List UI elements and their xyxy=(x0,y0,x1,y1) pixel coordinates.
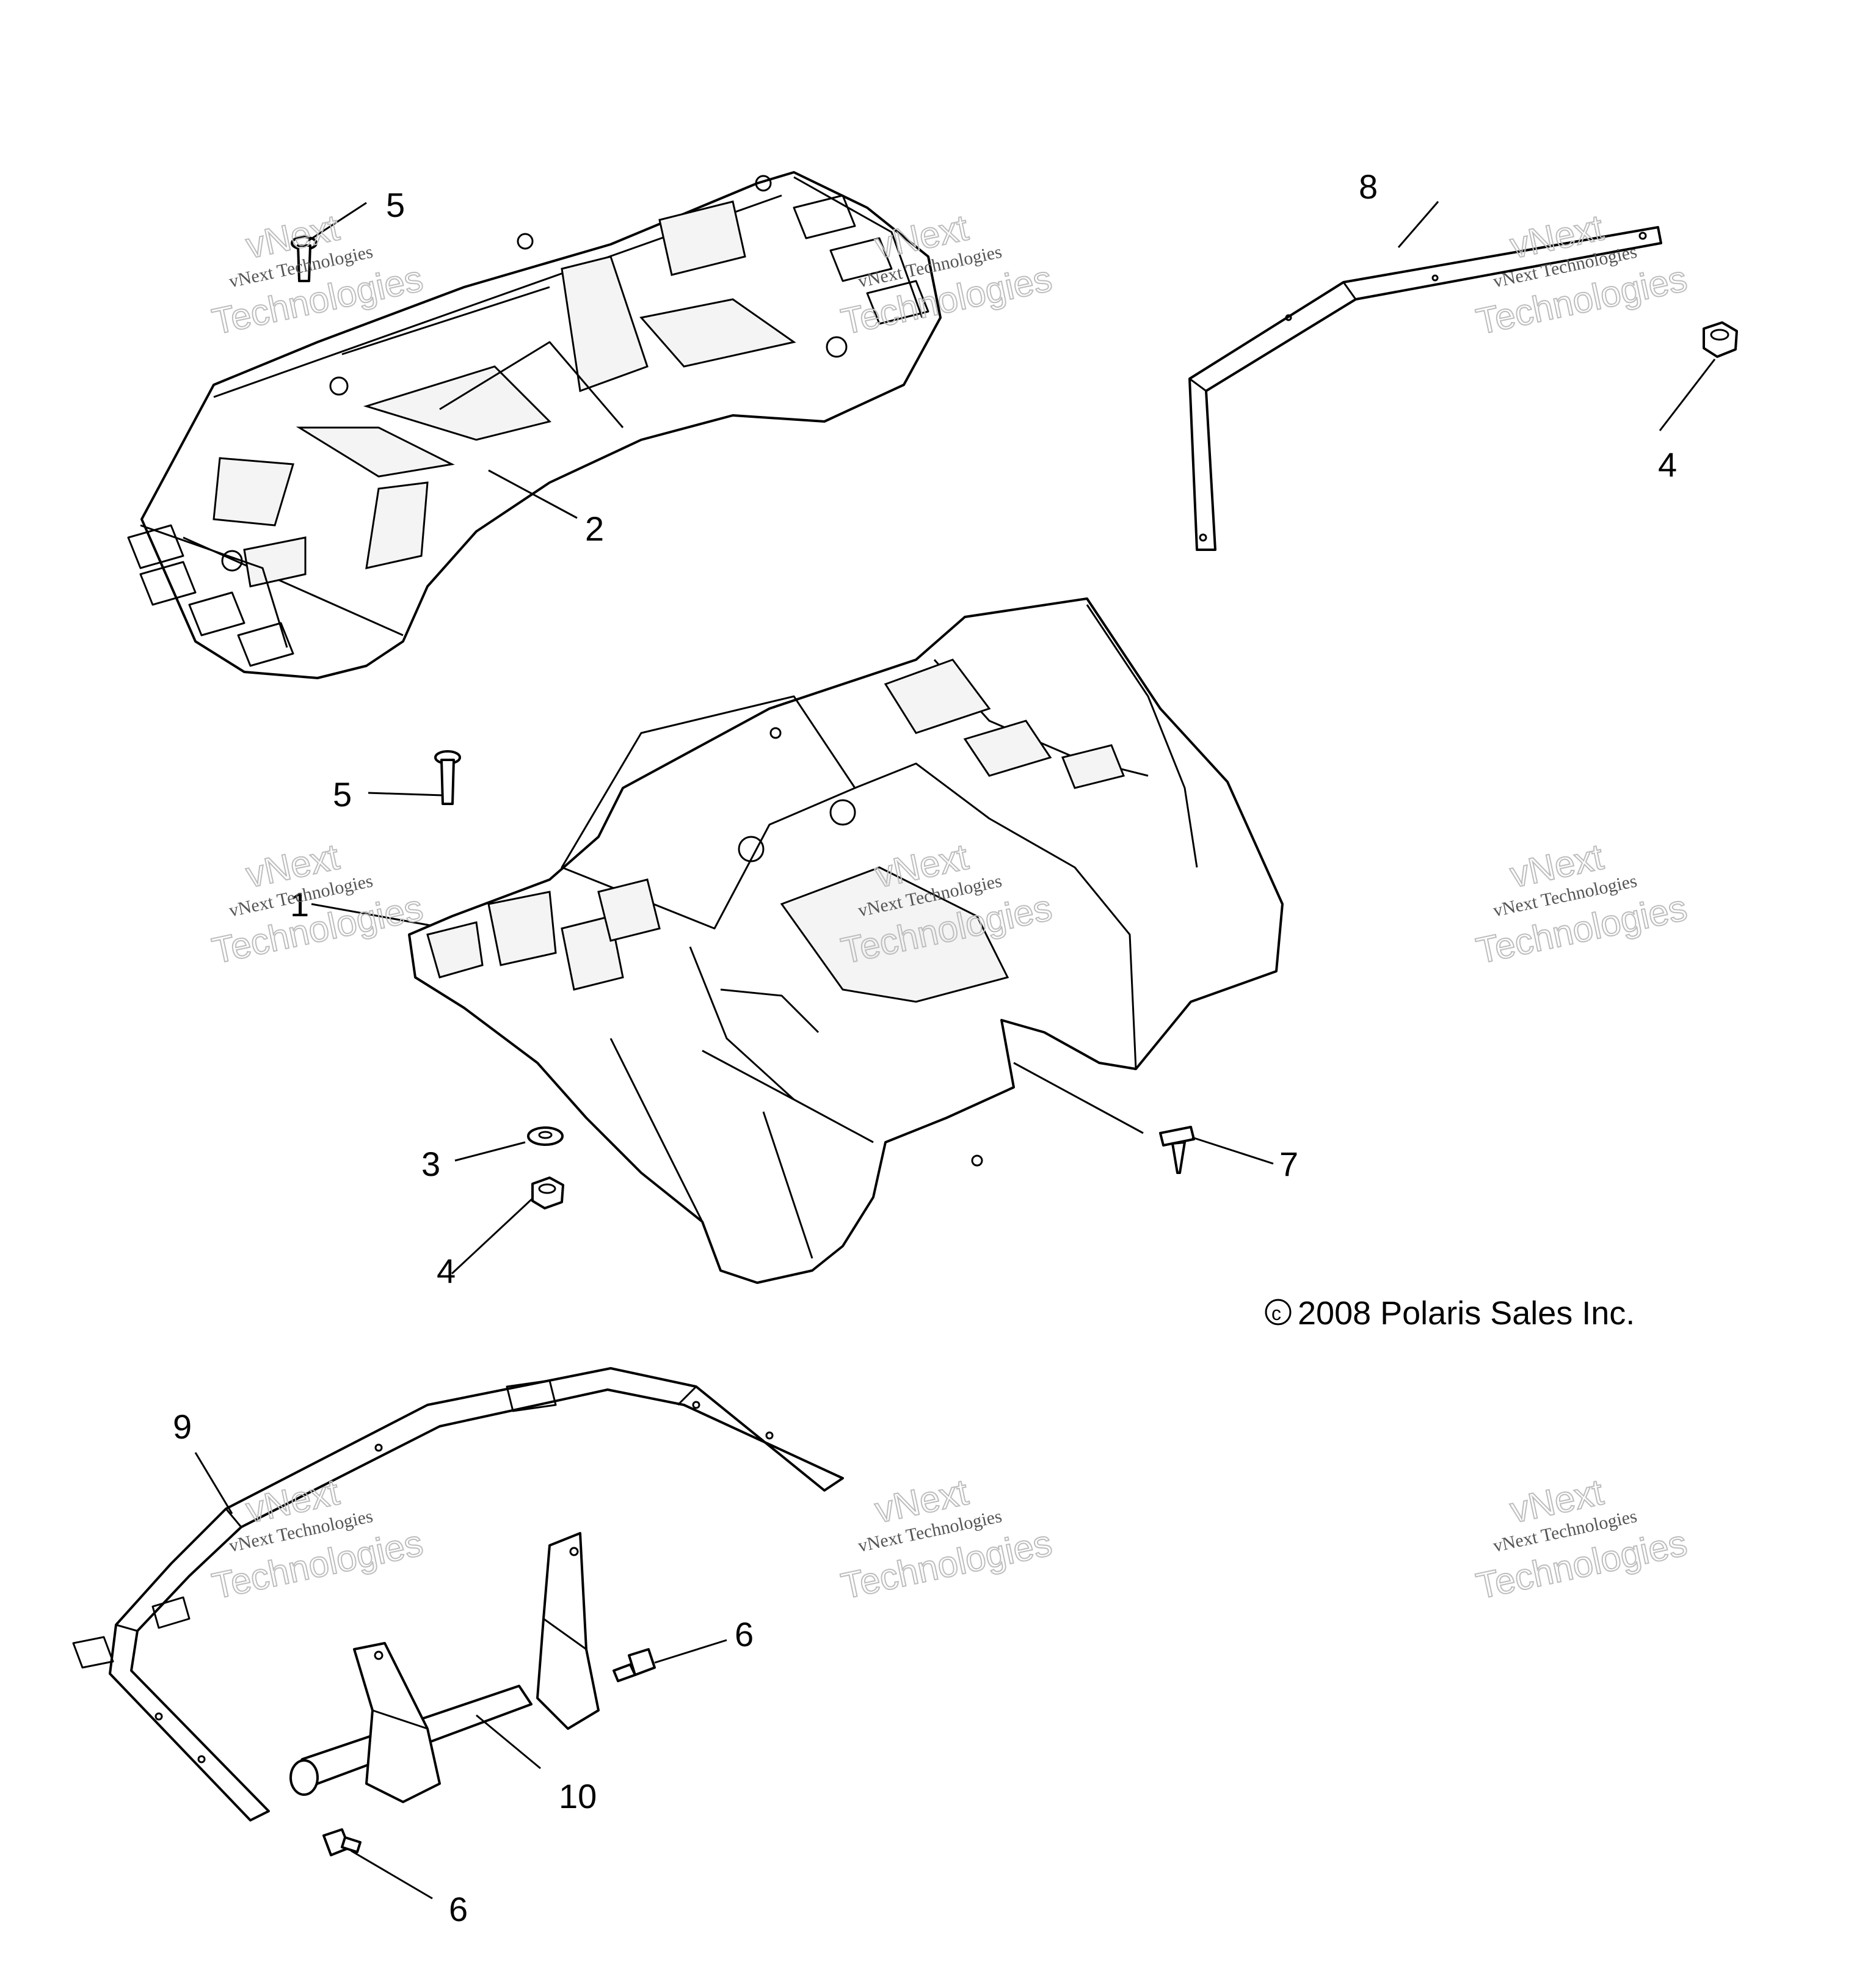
callout-7: 7 xyxy=(1279,1145,1298,1183)
callout-10: 10 xyxy=(559,1777,597,1815)
hardware-nut-4b xyxy=(531,1176,564,1209)
part-2-rack-panel xyxy=(127,171,942,679)
watermark-9: vNext vNext Technologies Technologies xyxy=(1472,1471,1692,1608)
callout-1: 1 xyxy=(290,885,309,924)
callout-5-middle: 5 xyxy=(333,775,352,814)
callout-5-top: 5 xyxy=(386,186,405,224)
copyright-notice: c 2008 Polaris Sales Inc. xyxy=(1265,1295,1635,1332)
callout-3: 3 xyxy=(421,1145,440,1183)
callout-4-left: 4 xyxy=(437,1252,456,1290)
hardware-bolt-6a xyxy=(613,1648,656,1682)
callout-6-right: 6 xyxy=(735,1615,754,1654)
watermark-8: vNext vNext Technologies Technologies xyxy=(837,1471,1056,1608)
callout-2: 2 xyxy=(585,509,604,548)
hardware-bolt-6b xyxy=(322,1828,362,1856)
callout-6-bottom: 6 xyxy=(449,1890,468,1928)
hardware-washer-3 xyxy=(527,1126,564,1146)
callout-4-right: 4 xyxy=(1658,445,1677,484)
watermark-6: vNext vNext Technologies Technologies xyxy=(1472,836,1692,972)
part-8-rail xyxy=(1188,226,1662,551)
leader-lines xyxy=(194,201,1716,1900)
callout-9: 9 xyxy=(173,1407,192,1446)
callout-8: 8 xyxy=(1359,167,1378,206)
watermark-4: vNext vNext Technologies Technologies xyxy=(208,836,427,972)
part-1-rear-fender xyxy=(408,597,1284,1284)
part-10-bracket xyxy=(289,1532,600,1803)
hardware-nut-4a xyxy=(1703,321,1738,358)
copyright-c-glyph: c xyxy=(1271,1302,1281,1324)
hardware-rivet-7 xyxy=(1159,1126,1195,1174)
hardware-bolt-5b xyxy=(434,750,461,805)
copyright-text: 2008 Polaris Sales Inc. xyxy=(1298,1295,1635,1332)
copyright-symbol-icon xyxy=(1265,1299,1292,1326)
part-9-frame-rail xyxy=(72,1367,844,1822)
